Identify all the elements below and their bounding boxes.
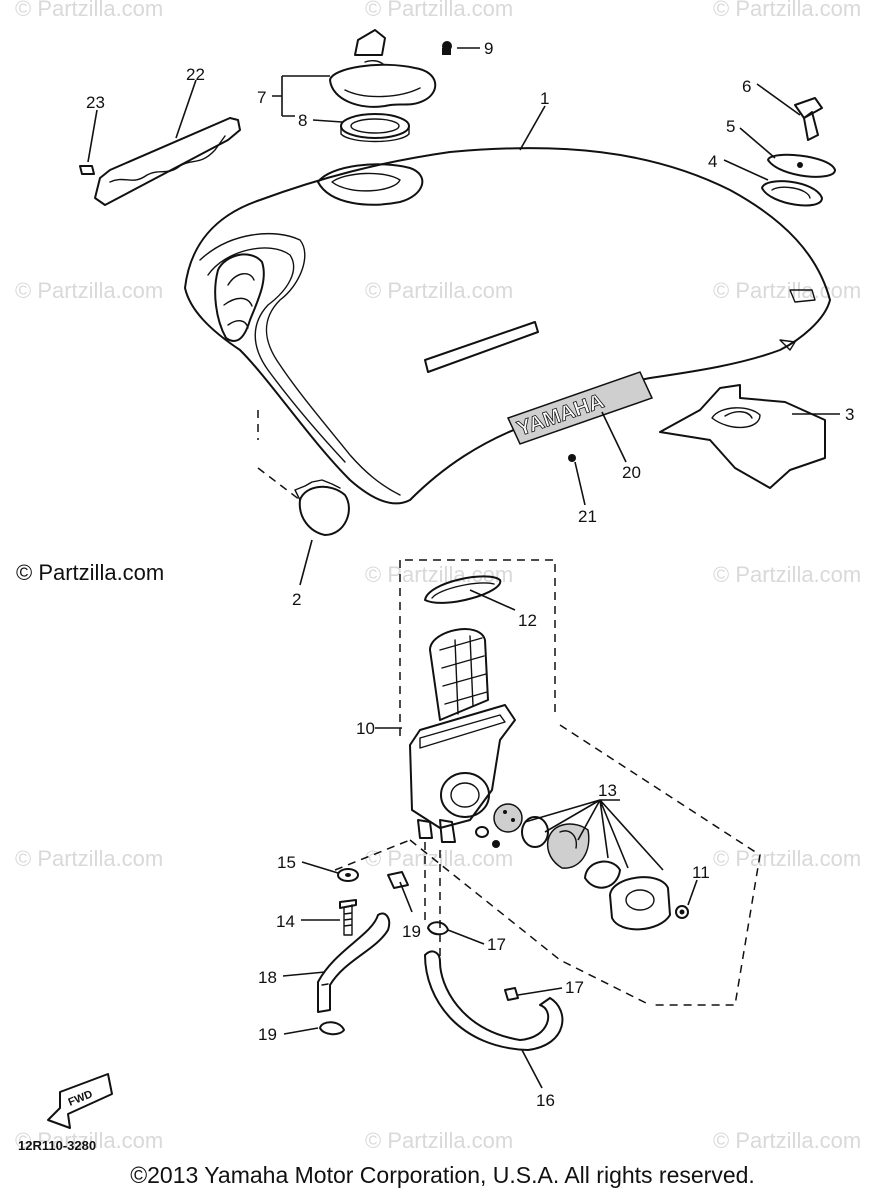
watermark-text: © Partzilla.com (713, 846, 861, 871)
callouts: 1 2 3 4 5 6 7 8 9 10 11 12 13 14 15 16 1… (86, 39, 854, 1110)
watermark-text: © Partzilla.com (15, 0, 163, 21)
diagram-reference: 12R110-3280 (18, 1138, 97, 1153)
callout-1: 1 (540, 89, 549, 108)
callout-6: 6 (742, 77, 751, 96)
callout-17: 17 (565, 978, 584, 997)
yamaha-copyright: ©2013 Yamaha Motor Corporation, U.S.A. A… (130, 1162, 755, 1188)
leader-lines (87, 47, 840, 1089)
callout-18: 18 (258, 968, 277, 987)
fuel-tank-drawing (184, 147, 831, 505)
fwd-label: FWD (67, 1088, 95, 1109)
watermark-text: © Partzilla.com (15, 1128, 163, 1153)
callout-9: 9 (484, 39, 493, 58)
callout-3: 3 (845, 405, 854, 424)
cushion-drawing (79, 117, 241, 206)
callout-17: 17 (487, 935, 506, 954)
callout-19: 19 (402, 922, 421, 941)
callout-14: 14 (276, 912, 295, 931)
rear-mount-hardware-drawing (761, 97, 836, 207)
watermark-text: © Partzilla.com (713, 278, 861, 303)
watermark-text: © Partzilla.com (365, 1128, 513, 1153)
fuel-cock-drawing (317, 559, 761, 1051)
watermark-text: © Partzilla.com (15, 846, 163, 871)
watermark-text: © Partzilla.com (713, 562, 861, 587)
callout-23: 23 (86, 93, 105, 112)
partzilla-copyright: © Partzilla.com (16, 560, 165, 585)
callout-22: 22 (186, 65, 205, 84)
callout-13: 13 (598, 781, 617, 800)
watermark-text: © Partzilla.com (365, 278, 513, 303)
screw-drawing (442, 41, 452, 55)
callout-10: 10 (356, 719, 375, 738)
callout-11: 11 (692, 863, 710, 882)
filler-gasket-drawing (340, 113, 410, 143)
callout-16: 16 (536, 1091, 555, 1110)
callout-2: 2 (292, 590, 301, 609)
watermark-text: © Partzilla.com (365, 846, 513, 871)
callout-20: 20 (622, 463, 641, 482)
side-cover-drawing (659, 384, 826, 489)
callout-21: 21 (578, 507, 597, 526)
tank-badge-text: YAMAHA (514, 390, 607, 441)
callout-4: 4 (708, 152, 717, 171)
filler-cap-drawing (329, 29, 437, 108)
callout-19: 19 (258, 1025, 277, 1044)
callout-15: 15 (277, 853, 296, 872)
watermark-text: © Partzilla.com (713, 0, 861, 21)
callout-5: 5 (726, 117, 735, 136)
tank-emblem: YAMAHA (506, 371, 654, 445)
forward-arrow-icon: FWD (47, 1073, 113, 1129)
drain-cap-drawing (257, 410, 350, 536)
callout-8: 8 (298, 111, 307, 130)
watermark-text: © Partzilla.com (365, 0, 513, 21)
watermark-text: © Partzilla.com (713, 1128, 861, 1153)
watermark-layer: © Partzilla.com © Partzilla.com © Partzi… (15, 0, 861, 1153)
callout-12: 12 (518, 611, 537, 630)
callout-7: 7 (257, 88, 266, 107)
watermark-text: © Partzilla.com (15, 278, 163, 303)
